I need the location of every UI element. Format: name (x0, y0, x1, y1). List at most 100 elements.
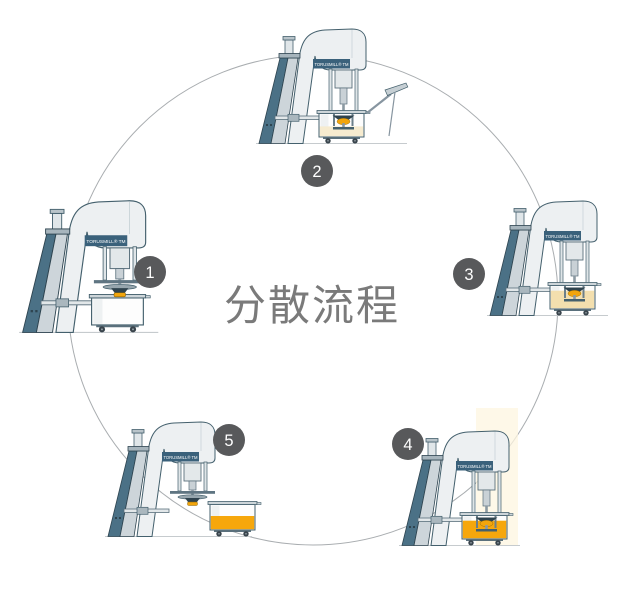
clamp-sleeve (287, 113, 300, 122)
column-bolt (30, 310, 33, 313)
tank-rim (316, 110, 367, 114)
rotor-guard (582, 286, 585, 298)
machine-chimney (133, 432, 143, 449)
caster-hub (218, 533, 220, 535)
guide-rail (471, 470, 476, 515)
column-bolt (119, 517, 121, 519)
machine-step-3-mixing-dispersing: TORUSMILL® TM (487, 200, 608, 316)
feed-tray (384, 82, 409, 96)
tank-handle (256, 502, 262, 505)
diagram-title: 分散流程 (224, 282, 400, 329)
caster-hub (101, 328, 103, 331)
tank-liquid (210, 516, 255, 530)
cross-bar (93, 280, 146, 284)
bottom-scraper (564, 299, 585, 302)
trolley-base (554, 309, 591, 311)
drive-motor (565, 241, 584, 261)
clamp-sleeve (430, 515, 443, 524)
trolley-base (96, 324, 139, 328)
machine-step-4-fine-dispersion-finished: TORUSMILL® TM (399, 408, 520, 546)
machine-chimney (427, 441, 437, 458)
mixer-shaft-lower (342, 123, 345, 128)
caster-hub (497, 542, 499, 544)
piston (482, 489, 491, 507)
step-badge-2: 2 (301, 155, 333, 187)
chimney-cap (131, 429, 145, 434)
tank-shading (93, 299, 103, 324)
tank-shading (320, 114, 329, 136)
rotor-cone (185, 498, 200, 502)
machine-brand-label: TORUSMILL® TM (163, 455, 198, 460)
rotor-disc (187, 501, 198, 506)
machine-brand-label: TORUSMILL® TM (86, 238, 125, 245)
guide-rail (559, 240, 564, 285)
badge-number: 5 (224, 432, 233, 450)
tank-handle (596, 283, 602, 286)
bottom-scraper (476, 529, 497, 532)
rotor-guard (564, 286, 566, 298)
brand-band (544, 231, 581, 241)
machine-step-1-head-raised-empty-tank: TORUSMILL® TM (19, 200, 159, 333)
caster-hub (585, 312, 587, 314)
clamp-sleeve (136, 506, 149, 515)
tank-liquid (319, 126, 364, 137)
tank-handle (508, 513, 514, 516)
caster-hub (132, 328, 134, 331)
piston (570, 259, 579, 277)
chimney-cap (49, 208, 65, 214)
badge-circle (392, 428, 424, 460)
column-bolt (115, 517, 117, 519)
caster-hub (558, 312, 560, 314)
column-bolt (501, 296, 503, 298)
badge-circle (453, 258, 485, 290)
machine-chimney (52, 212, 63, 232)
rotor-guard (351, 114, 354, 126)
column-bolt (497, 296, 499, 298)
badge-circle (213, 424, 245, 456)
machine-brand-label: TORUSMILL® TM (314, 62, 349, 67)
badge-number: 2 (312, 163, 321, 181)
brand-band (456, 461, 493, 471)
badge-number: 4 (403, 436, 412, 454)
drive-motor (477, 471, 496, 491)
brand-band (84, 235, 128, 247)
guide-rail (177, 461, 182, 492)
column-bolt (270, 124, 272, 126)
column-bolt (409, 526, 411, 528)
caster-hub (245, 533, 247, 535)
mixer-shaft-lower (573, 295, 576, 300)
feed-chute (366, 93, 392, 114)
badge-circle (134, 256, 166, 288)
machine-step-5-head-raised-product-tank-removed: TORUSMILL® TM (105, 421, 262, 537)
machine-chimney (284, 39, 294, 56)
brand-band (162, 452, 199, 462)
piston (339, 87, 348, 105)
caster-hub (327, 140, 329, 142)
chimney-cap (282, 36, 296, 41)
column-cap (421, 455, 444, 461)
machine-brand-label: TORUSMILL® TM (545, 234, 580, 239)
column-cap (509, 225, 532, 231)
drive-motor (183, 462, 202, 482)
tank-handle (145, 295, 151, 299)
piston (115, 268, 125, 280)
chute-leg (388, 91, 396, 137)
column-cap (127, 446, 150, 452)
rotor-cone (111, 288, 129, 293)
rotor-disc (113, 292, 126, 298)
guide-rail (102, 246, 107, 281)
column-bolt (266, 124, 268, 126)
column-cap (278, 53, 301, 59)
guide-rail (585, 240, 590, 285)
machine-brand-label: TORUSMILL® TM (457, 464, 492, 469)
step-badge-4: 4 (392, 428, 424, 460)
step-badge-3: 3 (453, 258, 485, 290)
badge-number: 3 (464, 266, 473, 284)
brand-band (313, 59, 350, 69)
drive-motor (334, 69, 353, 89)
clamp-sleeve (55, 298, 70, 308)
rotor-guard (494, 516, 497, 528)
column-cap (45, 228, 71, 235)
